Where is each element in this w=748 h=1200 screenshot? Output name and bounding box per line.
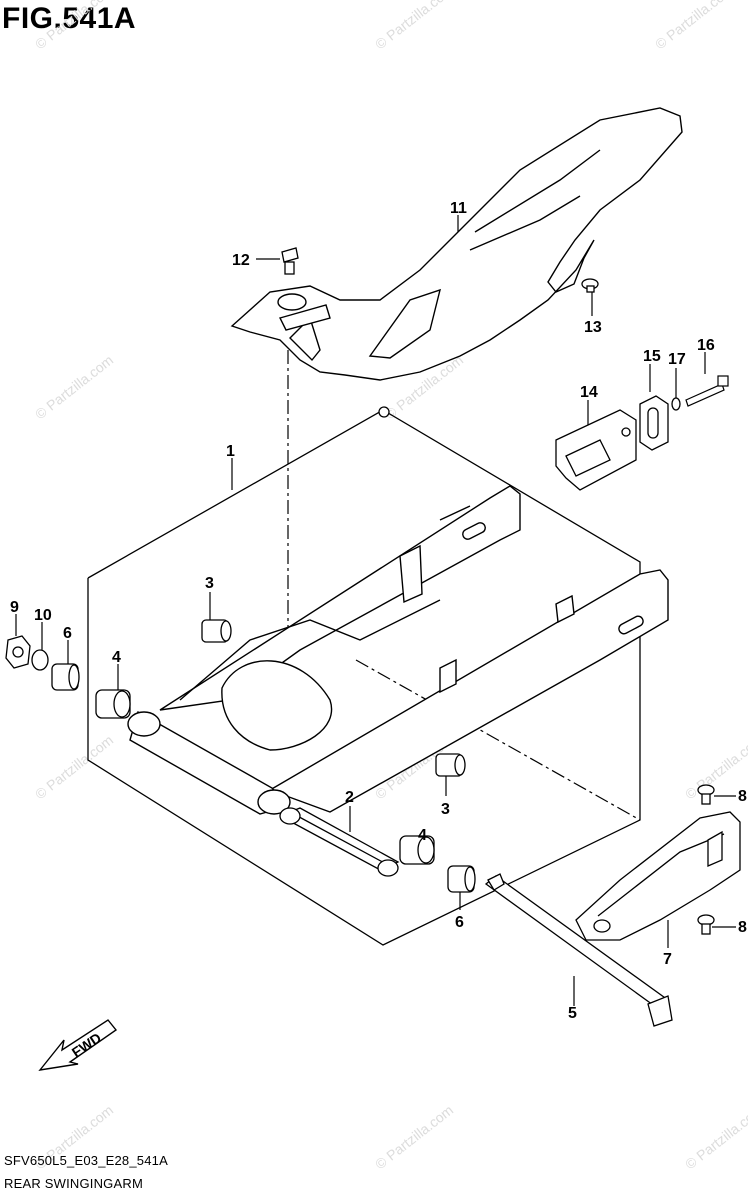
callout-7: 7 (663, 951, 672, 968)
callout-8: 8 (738, 788, 747, 805)
callout-8: 8 (738, 919, 747, 936)
figure-code: SFV650L5_E03_E28_541A (4, 1153, 168, 1168)
figure-title: FIG.541A (2, 2, 137, 35)
figure-name: REAR SWINGINGARM (4, 1176, 143, 1191)
washer-17 (671, 397, 681, 411)
collar-3b (435, 753, 466, 777)
callout-6: 6 (455, 914, 464, 931)
bolt-13 (581, 278, 599, 293)
spacer-6a (51, 663, 80, 691)
washer-10 (31, 649, 49, 671)
callout-12: 12 (232, 252, 250, 269)
swingarm (127, 485, 669, 815)
callout-labels: 1 2 3 3 4 4 5 6 6 7 8 8 9 10 11 12 13 14… (10, 200, 747, 1022)
pivot-shaft-5 (484, 873, 673, 1027)
watermark: © Partzilla.com (652, 0, 736, 52)
fwd-arrow: FWD (38, 1019, 118, 1071)
chain-guard (230, 107, 683, 381)
callout-13: 13 (584, 319, 602, 336)
watermark: © Partzilla.com (32, 732, 116, 803)
callout-11: 11 (450, 200, 467, 217)
watermark: © Partzilla.com (32, 0, 116, 52)
nut-9 (5, 635, 31, 669)
watermark: © Partzilla.com (372, 0, 456, 52)
callout-16: 16 (697, 337, 715, 354)
callout-5: 5 (568, 1005, 577, 1022)
callout-1: 1 (226, 443, 235, 460)
watermark: © Partzilla.com (372, 1102, 456, 1173)
callout-3: 3 (205, 575, 214, 592)
callout-6: 6 (63, 625, 72, 642)
bolt-12 (281, 247, 299, 275)
callout-15: 15 (643, 348, 661, 365)
bolt-8b (697, 914, 715, 935)
bearing-4a (95, 689, 131, 719)
callout-14: 14 (580, 384, 598, 401)
collar-3a (201, 619, 232, 643)
washer-icon (378, 406, 390, 418)
callout-9: 9 (10, 599, 19, 616)
fwd-arrow-icon (38, 1019, 118, 1071)
bearing-4b (399, 835, 435, 865)
callout-4: 4 (418, 827, 427, 844)
bolt-16 (685, 375, 729, 407)
watermark: © Partzilla.com (682, 1102, 748, 1173)
slotted-plate (639, 395, 669, 451)
callout-10: 10 (34, 607, 52, 624)
adjuster-bracket (555, 409, 637, 491)
callout-17: 17 (668, 351, 686, 368)
callout-2: 2 (345, 789, 354, 806)
callout-4: 4 (112, 649, 121, 666)
bolt-8a (697, 784, 715, 805)
pivot-sleeve-2 (279, 807, 400, 877)
chain-guide-7 (575, 811, 741, 941)
spacer-6b (447, 865, 476, 893)
callout-3: 3 (441, 801, 450, 818)
watermark: © Partzilla.com (32, 352, 116, 423)
